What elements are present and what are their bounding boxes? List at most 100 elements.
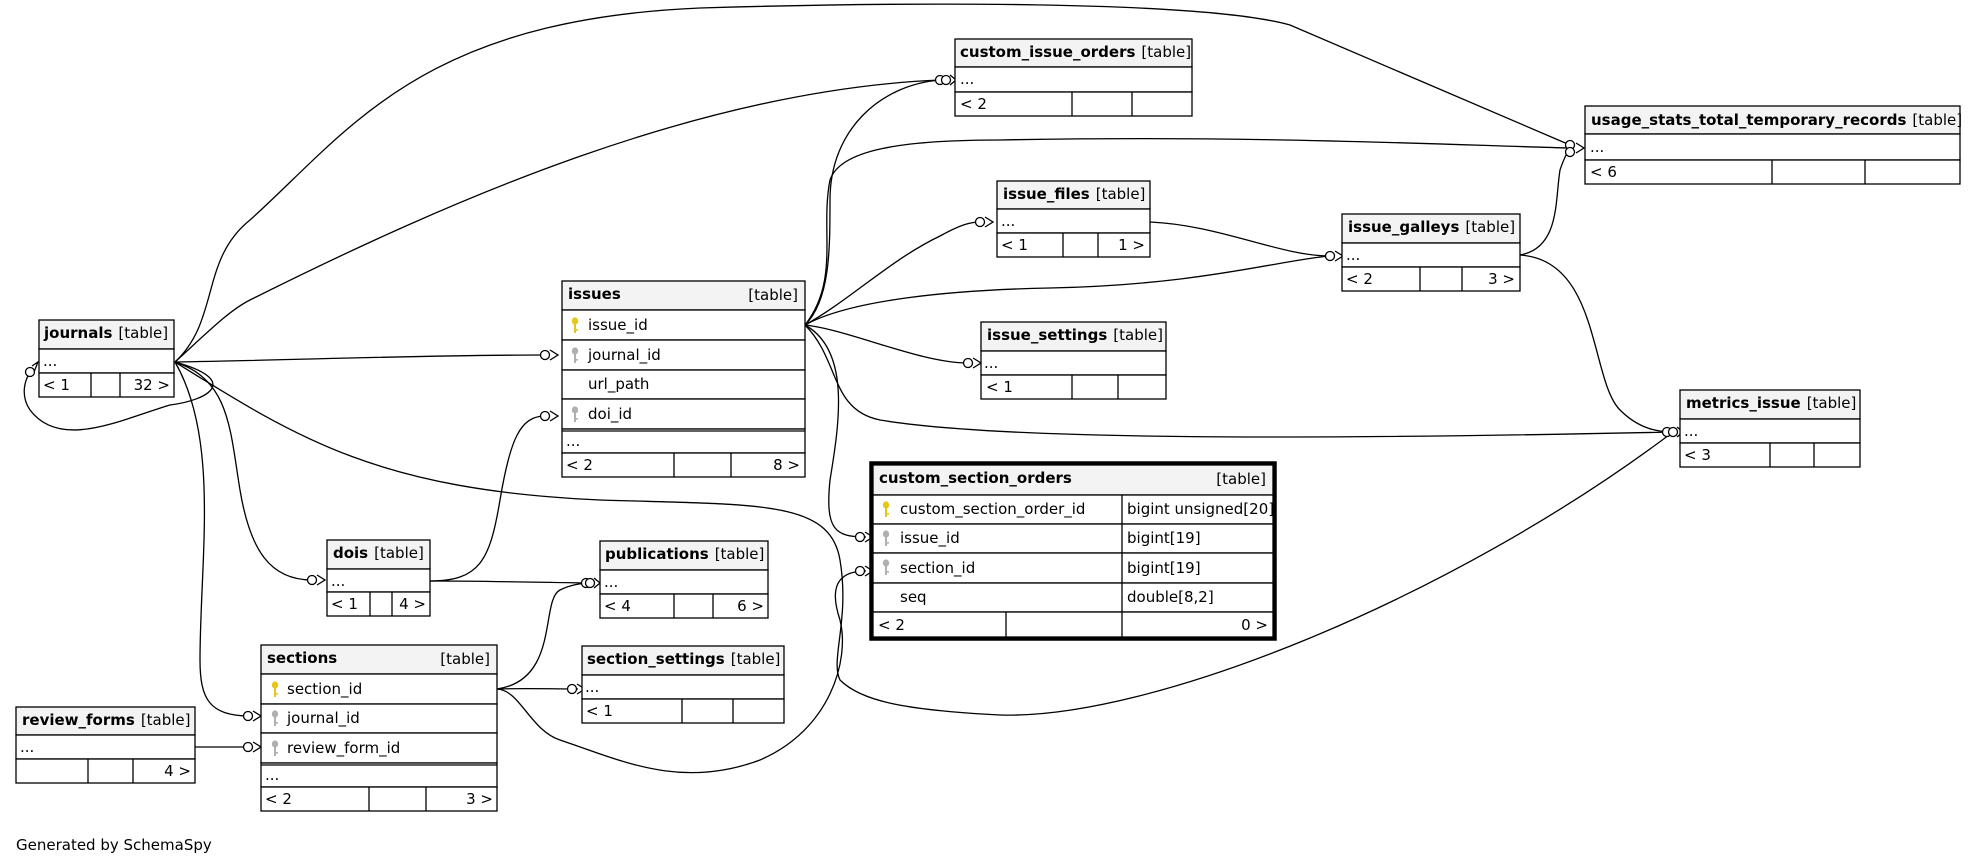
table-publications[interactable]: publications[table] ... < 4 6 > xyxy=(599,540,769,619)
parent-count: < 1 xyxy=(331,595,358,613)
parent-count: < 2 xyxy=(1346,270,1373,288)
column-row: ... xyxy=(585,678,599,696)
column-row: ... xyxy=(566,432,580,450)
column-row: ... xyxy=(331,572,345,590)
parent-count: < 6 xyxy=(1590,163,1617,181)
parent-count: < 2 xyxy=(566,456,593,474)
column-name: section_id xyxy=(287,680,362,699)
table-name: usage_stats_total_temporary_records[tabl… xyxy=(1591,111,1962,129)
child-count: 6 > xyxy=(737,597,764,615)
edge-issue-galleys-usage-stats xyxy=(1519,147,1571,256)
edge-issues-custom-section-orders xyxy=(804,324,867,538)
column-name: section_id xyxy=(900,559,975,578)
parent-count: < 2 xyxy=(878,616,905,634)
parent-count: < 2 xyxy=(960,95,987,113)
table-name: issue_galleys[table] xyxy=(1348,218,1515,236)
edge-issues-issue-files xyxy=(804,221,981,326)
child-count: 4 > xyxy=(164,762,191,780)
child-count: 32 > xyxy=(134,376,170,394)
column-type: bigint[19] xyxy=(1127,529,1201,547)
child-count: 3 > xyxy=(466,790,493,808)
child-count: 8 > xyxy=(773,456,800,474)
column-name: issue_id xyxy=(900,529,960,548)
table-tag: [table] xyxy=(1216,470,1266,488)
column-row: ... xyxy=(604,573,618,591)
edge-journals-metrics xyxy=(174,361,1674,716)
table-name: issue_settings[table] xyxy=(987,326,1163,344)
edge-issues-custom-issue-orders xyxy=(804,79,941,326)
edge-issue-galleys-metrics xyxy=(1519,254,1674,433)
table-name: custom_issue_orders[table] xyxy=(960,43,1191,61)
column-row: ... xyxy=(265,766,279,784)
table-review-forms[interactable]: review_forms[table] ... 4 > xyxy=(15,706,196,784)
edge-journals-issues xyxy=(174,354,546,363)
column-row: ... xyxy=(960,70,974,88)
table-issue-galleys[interactable]: issue_galleys[table] ... < 2 3 > xyxy=(1341,213,1521,292)
column-row: ... xyxy=(984,354,998,372)
edge-issues-issue-galleys xyxy=(804,255,1331,326)
edge-dois-publications xyxy=(429,580,593,584)
table-tag: [table] xyxy=(748,286,798,304)
edge-journals-dois xyxy=(174,361,313,581)
edge-journals-sections xyxy=(174,361,249,717)
column-name: review_form_id xyxy=(287,739,400,758)
column-name: doi_id xyxy=(588,405,632,424)
table-custom-section-orders[interactable]: custom_section_orders [table] custom_sec… xyxy=(869,461,1277,641)
parent-count: < 3 xyxy=(1684,446,1711,464)
generated-by-footer: Generated by SchemaSpy xyxy=(16,836,212,854)
relationship-markers xyxy=(24,74,1685,753)
parent-count: < 4 xyxy=(604,597,631,615)
parent-count: < 2 xyxy=(265,790,292,808)
child-count: 0 > xyxy=(1241,616,1268,634)
parent-count: < 1 xyxy=(1001,236,1028,254)
table-name: custom_section_orders xyxy=(879,469,1072,487)
table-issue-settings[interactable]: issue_settings[table] ... < 1 xyxy=(980,321,1167,400)
column-row: ... xyxy=(1346,246,1360,264)
column-name: journal_id xyxy=(286,709,360,728)
table-name: journals[table] xyxy=(43,324,168,342)
table-name: issue_files[table] xyxy=(1003,185,1145,203)
table-custom-issue-orders[interactable]: custom_issue_orders[table] ... < 2 xyxy=(954,38,1193,117)
table-issue-files[interactable]: issue_files[table] ... < 1 1 > xyxy=(996,180,1151,258)
column-row: ... xyxy=(20,738,34,756)
child-count: 3 > xyxy=(1488,270,1515,288)
child-count: 4 > xyxy=(399,595,426,613)
table-usage-stats-total-temporary-records[interactable]: usage_stats_total_temporary_records[tabl… xyxy=(1584,105,1962,185)
column-type: bigint[19] xyxy=(1127,559,1201,577)
selected-table-outline xyxy=(869,461,1277,641)
table-dois[interactable]: dois[table] ... < 1 4 > xyxy=(326,539,431,617)
column-row: ... xyxy=(43,352,57,370)
column-row: ... xyxy=(1001,212,1015,230)
edge-issues-usage-stats xyxy=(804,137,1571,326)
parent-count: < 1 xyxy=(43,376,70,394)
table-name: section_settings[table] xyxy=(587,650,780,668)
table-journals[interactable]: journals[table] ... < 1 32 > xyxy=(38,319,175,398)
column-name: issue_id xyxy=(588,316,648,335)
parent-count: < 1 xyxy=(986,378,1013,396)
table-sections[interactable]: sections [table] section_id journal_id r… xyxy=(260,644,498,812)
edge-issues-issue-settings xyxy=(804,324,969,364)
table-tag: [table] xyxy=(440,650,490,668)
column-row: ... xyxy=(1684,422,1698,440)
parent-count: < 1 xyxy=(586,702,613,720)
column-name: journal_id xyxy=(587,346,661,365)
child-count: 1 > xyxy=(1118,236,1145,254)
table-name: sections xyxy=(267,649,337,667)
table-issues[interactable]: issues [table] issue_id journal_id url_p… xyxy=(561,280,806,478)
column-name: seq xyxy=(900,588,927,606)
edge-sections-custom-section-orders xyxy=(496,570,867,774)
edge-journals-custom-issue-orders xyxy=(174,79,941,363)
edge-issue-files-issue-galleys xyxy=(1149,221,1331,257)
column-name: custom_section_order_id xyxy=(900,500,1085,519)
table-metrics-issue[interactable]: metrics_issue[table] ... < 3 xyxy=(1679,389,1861,468)
column-row: ... xyxy=(1590,138,1604,156)
table-name: publications[table] xyxy=(605,545,764,563)
column-type: double[8,2] xyxy=(1127,588,1214,606)
relationships xyxy=(23,3,1674,774)
table-name: dois[table] xyxy=(333,544,424,562)
table-section-settings[interactable]: section_settings[table] ... < 1 xyxy=(581,645,785,724)
edge-dois-issues xyxy=(429,415,546,582)
edge-sections-publications xyxy=(496,582,593,690)
table-name: metrics_issue[table] xyxy=(1686,394,1856,412)
